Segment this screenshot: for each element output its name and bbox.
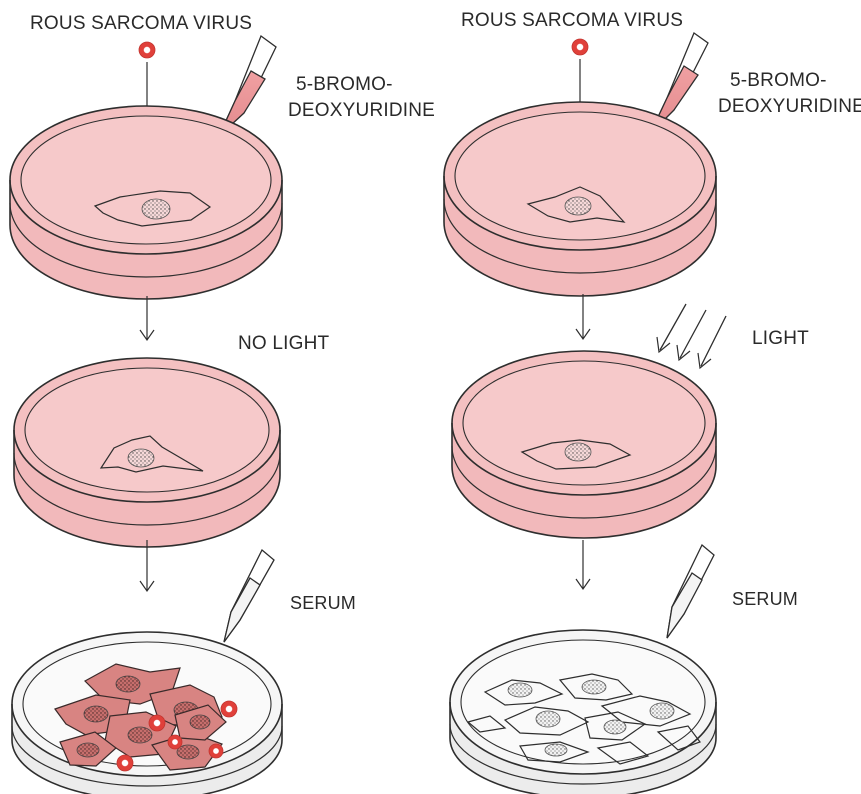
right-title: ROUS SARCOMA VIRUS [461,10,683,31]
right-reagent-line1: 5-BROMO- [730,70,827,91]
left-virus-icon [139,42,155,58]
right-dish-1 [444,102,716,296]
right-serum-pipette-icon [667,545,714,638]
right-panel: ROUS SARCOMA VIRUS 5-BROMO- DEOXYURIDINE [444,10,861,794]
left-reagent-line1: 5-BROMO- [296,74,393,95]
left-dish-3 [12,632,282,794]
left-condition: NO LIGHT [238,333,330,354]
right-dish-3 [450,630,716,794]
right-addition: SERUM [732,589,798,609]
left-panel: ROUS SARCOMA VIRUS 5-BROMO- DEOXYURIDINE [10,13,435,794]
left-addition: SERUM [290,593,356,613]
light-arrows-icon [657,304,726,368]
right-condition: LIGHT [752,328,809,349]
left-reagent-line2: DEOXYURIDINE [288,100,435,121]
left-dish-2 [14,358,280,547]
left-title: ROUS SARCOMA VIRUS [30,13,252,34]
right-dish-2 [452,351,716,538]
right-virus-icon [572,39,588,55]
left-serum-pipette-icon [224,550,274,642]
right-reagent-line2: DEOXYURIDINE [718,96,861,117]
left-dish-1 [10,106,282,299]
